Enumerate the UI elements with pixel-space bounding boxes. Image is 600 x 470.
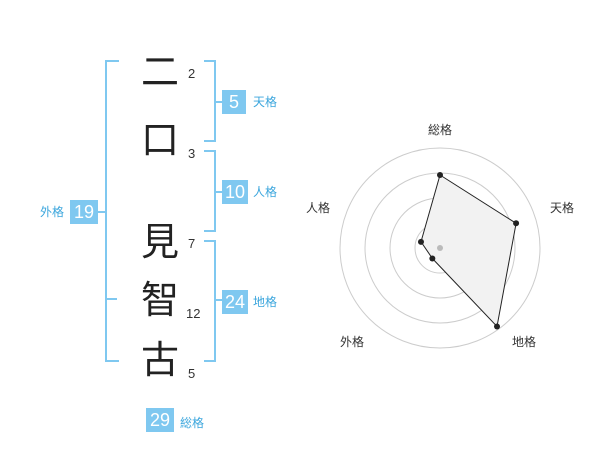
fortune-radar-chart: 総格 天格 地格 外格 人格 <box>306 122 574 349</box>
gaikaku-value: 19 <box>70 200 98 224</box>
radar-center-dot <box>437 245 443 251</box>
gaikaku-bracket-divider <box>105 298 117 300</box>
name-char-4: 智 <box>140 278 179 322</box>
radar-point-5 <box>417 238 424 245</box>
stroke-count-3: 7 <box>188 236 196 251</box>
chikaku-bracket <box>204 240 216 362</box>
tenkaku-value: 5 <box>222 90 246 114</box>
radar-point-1 <box>437 172 443 178</box>
jinkaku-label: 人格 <box>253 185 278 199</box>
gaikaku-bracket-tick <box>96 211 105 213</box>
stroke-count-4: 12 <box>186 306 201 321</box>
radar-label-gaikaku: 外格 <box>340 334 364 349</box>
stroke-count-2: 3 <box>188 146 196 161</box>
jinkaku-value: 10 <box>222 180 248 204</box>
name-char-5: 古 <box>140 338 179 382</box>
name-char-3: 見 <box>140 220 179 264</box>
soukaku-label: 総格 <box>180 416 205 430</box>
chikaku-value: 24 <box>222 290 248 314</box>
tenkaku-bracket <box>204 60 216 142</box>
gaikaku-bracket <box>105 60 119 362</box>
radar-grid-ring <box>339 147 541 349</box>
name-char-2: 口 <box>140 118 179 162</box>
radar-label-jinkaku: 人格 <box>306 200 330 215</box>
radar-point-4 <box>429 255 436 262</box>
radar-points <box>417 172 520 330</box>
radar-point-2 <box>513 220 520 227</box>
name-char-1: 二 <box>140 50 179 94</box>
radar-label-tenkaku: 天格 <box>550 200 574 215</box>
chikaku-bracket-tick <box>216 299 222 301</box>
chikaku-label: 地格 <box>253 295 278 309</box>
stroke-count-1: 2 <box>188 66 196 81</box>
jinkaku-bracket-tick <box>216 191 222 193</box>
jinkaku-bracket <box>204 150 216 232</box>
soukaku-value: 29 <box>146 408 174 432</box>
radar-area <box>420 174 517 328</box>
radar-label-soukaku: 総格 <box>428 122 452 137</box>
radar-point-3 <box>494 323 501 330</box>
tenkaku-bracket-tick <box>216 101 222 103</box>
stroke-count-5: 5 <box>188 366 196 381</box>
radar-label-chikaku: 地格 <box>512 334 536 349</box>
tenkaku-label: 天格 <box>253 95 278 109</box>
gaikaku-label: 外格 <box>40 205 65 219</box>
